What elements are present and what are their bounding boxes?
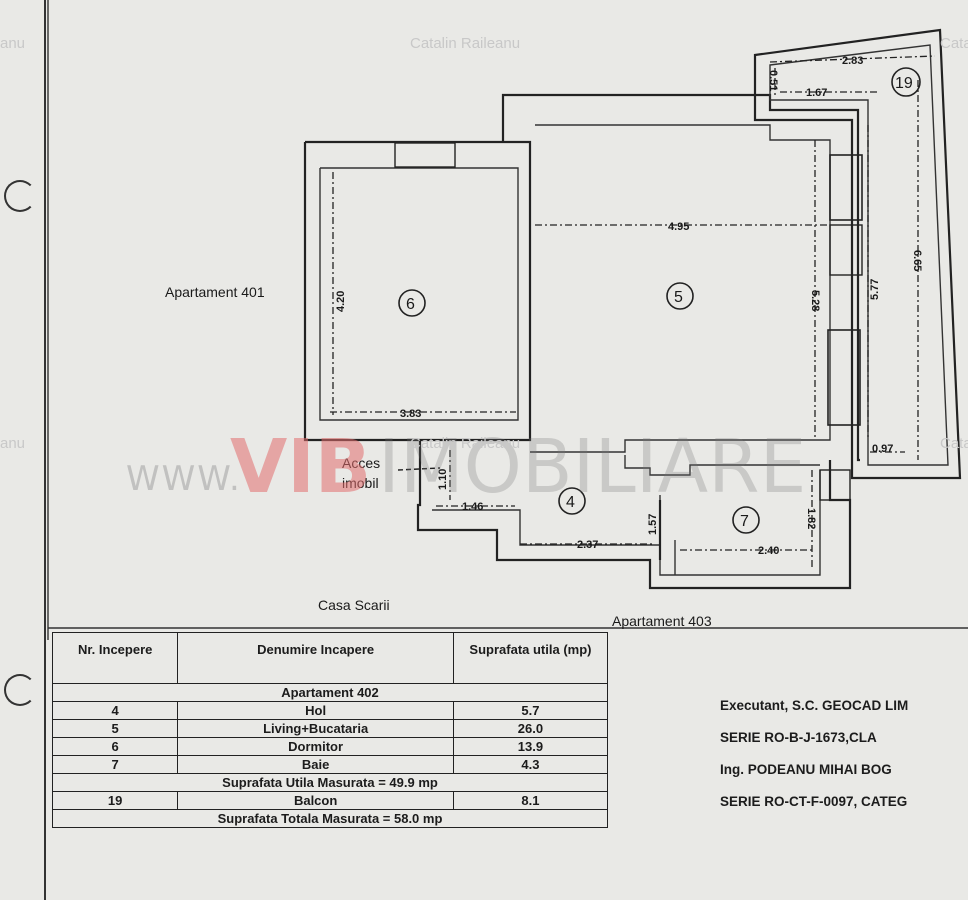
dim-living-width: 4.95 <box>668 221 689 233</box>
executant-series-1: SERIE RO-B-J-1673,CLA <box>720 730 877 745</box>
room-number-19: 19 <box>895 75 913 92</box>
dim-bath-height: 1.82 <box>805 508 817 529</box>
executant-series-2: SERIE RO-CT-F-0097, CATEG <box>720 794 908 809</box>
balcony-nr: 19 <box>51 791 179 810</box>
room-number-4: 4 <box>566 494 575 511</box>
neighbor-apartment-401: Apartament 401 <box>165 284 265 300</box>
executant-engineer: Ing. PODEANU MIHAI BOG <box>720 762 892 777</box>
dim-bedroom-width: 3.83 <box>400 408 421 420</box>
dim-balcony-top: 1.67 <box>806 87 827 99</box>
header-useful-area: Suprafata utila (mp) <box>452 632 609 684</box>
dim-bath-door: 1.57 <box>647 514 659 535</box>
page-margin-line <box>44 0 46 900</box>
room-name: Dormitor <box>177 737 454 756</box>
room-number-6: 6 <box>406 296 415 313</box>
binder-hole-bottom <box>4 674 36 706</box>
balcony-area: 8.1 <box>452 791 609 810</box>
dim-balcony-edge: 2.83 <box>842 55 863 67</box>
watermark-edge-left-middle: anu <box>0 435 25 452</box>
room-marker-19: 19 <box>891 67 921 97</box>
brand-imobiliare: IMOBILIARE <box>378 424 806 510</box>
room-number-7: 7 <box>740 513 749 530</box>
dim-balcony-small: 0.51 <box>767 70 779 91</box>
room-area: 5.7 <box>452 701 609 720</box>
room-nr: 5 <box>51 719 179 738</box>
table-apartment-row: Apartament 402 <box>52 683 608 702</box>
room-nr: 4 <box>51 701 179 720</box>
watermark-author-middle: Catalin Raileanu <box>410 435 520 452</box>
dim-hall-width: 1.46 <box>462 501 483 513</box>
access-label-line2: imobil <box>342 475 379 491</box>
apartment-name: Apartament 402 <box>52 683 608 702</box>
room-area-table: Nr. Incepere Denumire Incapere Suprafata… <box>51 632 609 828</box>
living-walls <box>501 93 863 462</box>
brand-www: WWW. <box>126 459 242 499</box>
access-label-line1: Acces <box>342 455 380 471</box>
living-window-top <box>829 154 863 221</box>
room-number-5: 5 <box>674 289 683 306</box>
table-total-row: Suprafata Totala Masurata = 58.0 mp <box>52 809 608 828</box>
executant-block: Executant, S.C. GEOCAD LIM SERIE RO-B-J-… <box>720 690 968 818</box>
room-area: 26.0 <box>452 719 609 738</box>
dim-balcony-inner: 5.77 <box>869 279 881 300</box>
room-nr: 7 <box>51 755 179 774</box>
watermark-author-top: Catalin Raileanu <box>410 35 520 52</box>
room-marker-5: 5 <box>666 282 694 310</box>
bedroom-window <box>394 142 456 168</box>
table-row-balcony: 19 Balcon 8.1 <box>51 791 609 810</box>
table-subtotal-row: Suprafata Utila Masurata = 49.9 mp <box>52 773 608 792</box>
useful-area-subtotal: Suprafata Utila Masurata = 49.9 mp <box>52 773 608 792</box>
header-room-number: Nr. Incepere <box>51 632 179 684</box>
bedroom-walls <box>303 140 532 442</box>
table-row: 7 Baie 4.3 <box>51 755 609 774</box>
dim-living-height: 5.28 <box>809 290 821 311</box>
watermark-edge-right-middle: Cata <box>940 435 968 452</box>
room-name: Baie <box>177 755 454 774</box>
watermark-edge-right-top: Cata <box>940 35 968 52</box>
header-room-name: Denumire Incapere <box>177 632 454 684</box>
room-marker-4: 4 <box>558 487 586 515</box>
dim-balcony-bottom: 0.97 <box>872 443 893 455</box>
balcony-walls <box>753 28 962 480</box>
stairs-label: Casa Scarii <box>318 597 390 613</box>
living-window-right <box>827 329 861 426</box>
executant-company: Executant, S.C. GEOCAD LIM <box>720 698 909 713</box>
table-row: 6 Dormitor 13.9 <box>51 737 609 756</box>
floor-plan: 4.95 4.20 5.28 5.77 6.65 3.83 1.67 2.83 … <box>0 0 968 640</box>
dim-bath-width: 2.40 <box>758 545 779 557</box>
neighbor-apartment-403: Apartament 403 <box>612 613 712 629</box>
room-area: 13.9 <box>452 737 609 756</box>
room-name: Living+Bucataria <box>177 719 454 738</box>
room-area: 4.3 <box>452 755 609 774</box>
room-marker-6: 6 <box>398 289 426 317</box>
brand-vib: VIB <box>230 424 371 510</box>
room-nr: 6 <box>51 737 179 756</box>
table-header-row: Nr. Incepere Denumire Incapere Suprafata… <box>51 632 609 684</box>
dim-hall-lower: 2.37 <box>577 539 598 551</box>
dim-access: 1.10 <box>437 469 449 490</box>
room-name: Hol <box>177 701 454 720</box>
dim-balcony-outer: 6.65 <box>911 250 923 271</box>
room-marker-7: 7 <box>732 506 760 534</box>
table-row: 4 Hol 5.7 <box>51 701 609 720</box>
watermark-edge-left-top: anu <box>0 35 25 52</box>
balcony-name: Balcon <box>177 791 454 810</box>
total-area: Suprafata Totala Masurata = 58.0 mp <box>52 809 608 828</box>
dim-bedroom-height: 4.20 <box>335 291 347 312</box>
binder-hole-top <box>4 180 36 212</box>
table-row: 5 Living+Bucataria 26.0 <box>51 719 609 738</box>
